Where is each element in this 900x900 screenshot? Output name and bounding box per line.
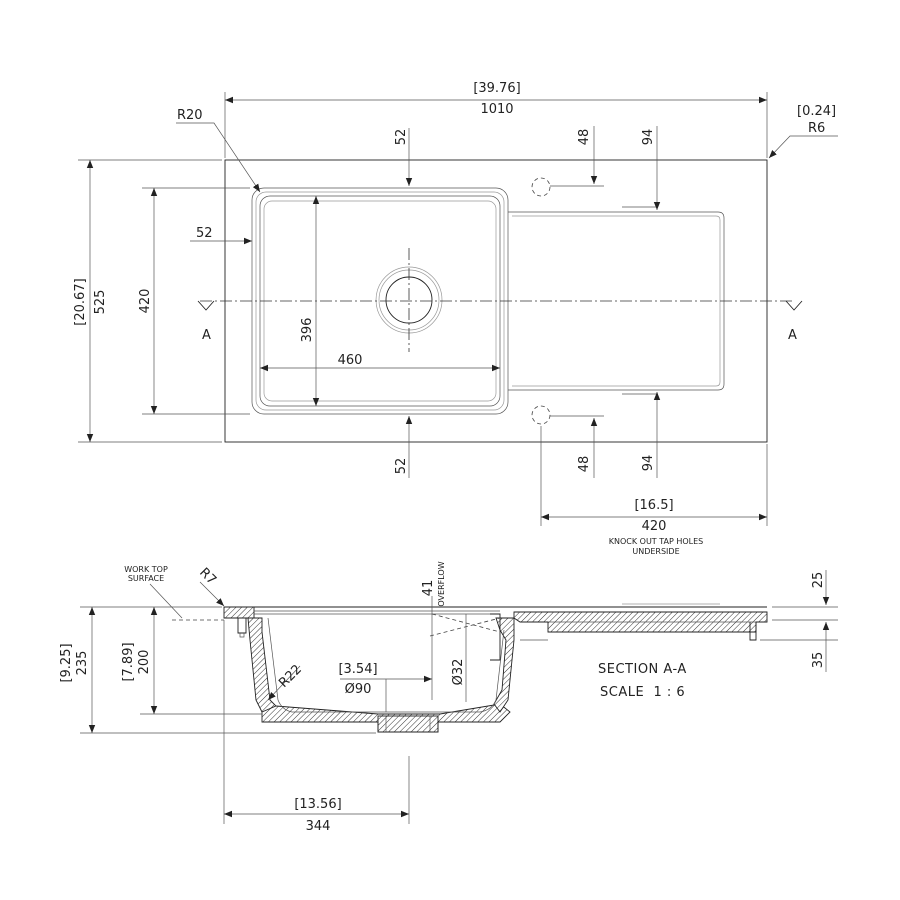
section-marker-left: A bbox=[202, 328, 211, 343]
overflow-channel bbox=[490, 613, 501, 661]
section-marker-right: A bbox=[788, 328, 797, 343]
bowl-bottom-margin: 52 bbox=[394, 458, 409, 475]
bowl-depth-inner: 396 bbox=[300, 318, 315, 343]
tap-hole-top-offset: 48 bbox=[577, 129, 592, 146]
bowl-wall-left bbox=[247, 617, 277, 713]
waste-dia-in: [3.54] bbox=[338, 662, 377, 677]
bowl-side-margin: 52 bbox=[196, 226, 213, 241]
tap-span-in: [16.5] bbox=[634, 498, 673, 513]
corner-radius-in: [0.24] bbox=[797, 104, 836, 119]
top-thickness: 25 bbox=[811, 572, 826, 589]
section-arrow-right bbox=[785, 300, 803, 311]
tap-span-mm: 420 bbox=[642, 519, 667, 534]
tap-hole-top bbox=[531, 177, 551, 197]
overall-depth-in: [20.67] bbox=[73, 278, 88, 325]
bowl-height-mm: 200 bbox=[137, 650, 152, 675]
bowl-height-in: [7.89] bbox=[121, 642, 136, 681]
deck-left-hatch bbox=[223, 606, 255, 619]
drainer-thickness: 35 bbox=[811, 652, 826, 669]
worktop-label-line2: SURFACE bbox=[128, 574, 164, 583]
left-clip bbox=[237, 618, 247, 634]
drainer-top-offset: 94 bbox=[641, 129, 656, 146]
worktop-label-line1: WORK TOP bbox=[124, 565, 168, 574]
bowl-wall-right bbox=[493, 617, 515, 713]
bowl-corner-radius: R20 bbox=[177, 108, 203, 123]
section-view: WORK TOP SURFACE R7 41 OVERFLOW Ø3 bbox=[59, 561, 838, 834]
bowl-depth-outer: 420 bbox=[138, 289, 153, 314]
plan-view: A A [39.76] 1010 [0.24] R6 R20 [20.67] 5… bbox=[73, 81, 838, 556]
corner-radius-mm: R6 bbox=[808, 121, 825, 136]
total-height-in: [9.25] bbox=[59, 643, 74, 682]
tap-hole-note-line2: UNDERSIDE bbox=[632, 547, 679, 556]
corner-radius-leader bbox=[768, 135, 838, 159]
overflow-label: OVERFLOW bbox=[437, 561, 446, 606]
bowl-width: 460 bbox=[338, 353, 363, 368]
bowl-radius-leader bbox=[176, 122, 261, 193]
lip-radius: R7 bbox=[196, 565, 219, 588]
section-title: SECTION A-A bbox=[598, 662, 687, 677]
overflow-value: 41 bbox=[421, 580, 436, 597]
bowl-top-margin: 52 bbox=[394, 129, 409, 146]
drainer-bottom-offset: 94 bbox=[641, 455, 656, 472]
tap-hole-bottom bbox=[531, 405, 551, 425]
inner-radius-leader bbox=[267, 665, 301, 701]
overall-width-in: [39.76] bbox=[473, 81, 520, 96]
tap-hole-bottom-offset: 48 bbox=[577, 456, 592, 473]
section-arrow-left bbox=[197, 300, 215, 311]
overall-width-mm: 1010 bbox=[480, 102, 513, 117]
waste-offset-mm: 344 bbox=[306, 819, 331, 834]
total-height-mm: 235 bbox=[75, 651, 90, 676]
waste-offset-in: [13.56] bbox=[294, 797, 341, 812]
tap-hole-note-line1: KNOCK OUT TAP HOLES bbox=[609, 537, 704, 546]
overflow-dia: Ø32 bbox=[451, 659, 466, 686]
waste-dia-mm: Ø90 bbox=[345, 682, 372, 697]
waste-outlet-section bbox=[377, 715, 439, 733]
overall-depth-mm: 525 bbox=[93, 290, 108, 315]
lip-radius-leader bbox=[199, 581, 225, 607]
section-scale: SCALE 1 : 6 bbox=[600, 685, 685, 700]
